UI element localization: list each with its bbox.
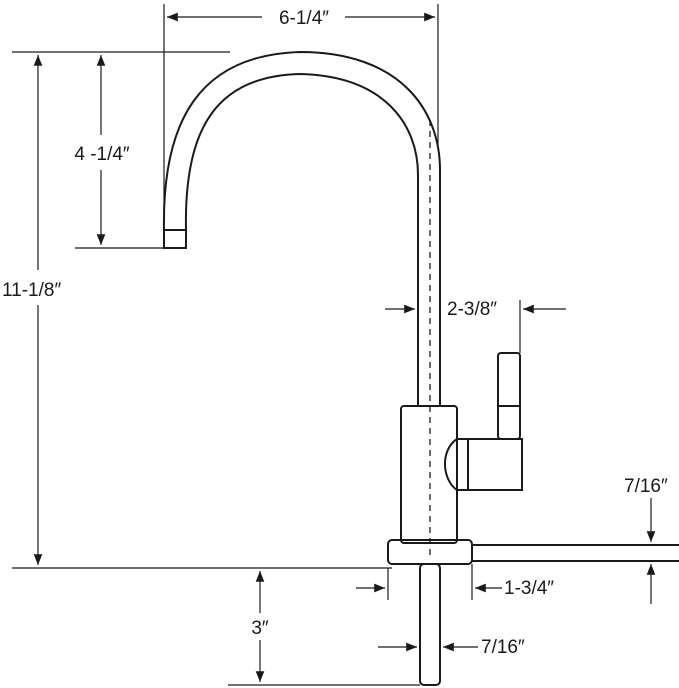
label-spout-width: 6-1/4″	[279, 8, 329, 29]
spout-outer	[162, 50, 441, 406]
label-handle-offset: 2-3/8″	[447, 299, 497, 320]
dim-overall-height: 11-1/8″	[2, 51, 392, 569]
dim-spout-drop: 4 -1/4″	[74, 51, 230, 249]
dim-base-diameter: 1-3/4″	[356, 564, 554, 600]
handle-lever	[497, 352, 521, 440]
dim-spout-width: 6-1/4″	[163, 4, 439, 225]
spout-inner	[184, 72, 419, 406]
label-counter-thickness: 7/16″	[624, 476, 668, 497]
dim-shank-diameter: 7/16″	[378, 637, 525, 658]
faucet	[162, 50, 679, 686]
label-base-diameter: 1-3/4″	[504, 578, 554, 599]
spout-tip	[163, 229, 187, 249]
label-shank-length: 3″	[251, 618, 269, 639]
label-spout-drop: 4 -1/4″	[74, 144, 130, 165]
label-shank-diameter: 7/16″	[481, 637, 525, 658]
dim-handle-offset: 2-3/8″	[385, 299, 566, 353]
shank	[419, 563, 441, 686]
dimensions: 6-1/4″ 4 -1/4″ 11-1/8″ 2-3/8″	[2, 4, 668, 686]
dim-counter-thickness: 7/16″	[624, 476, 668, 604]
label-overall-height: 11-1/8″	[2, 280, 61, 301]
faucet-body	[400, 405, 458, 544]
handle-hub	[444, 438, 523, 491]
dim-shank-length: 3″	[228, 571, 420, 686]
